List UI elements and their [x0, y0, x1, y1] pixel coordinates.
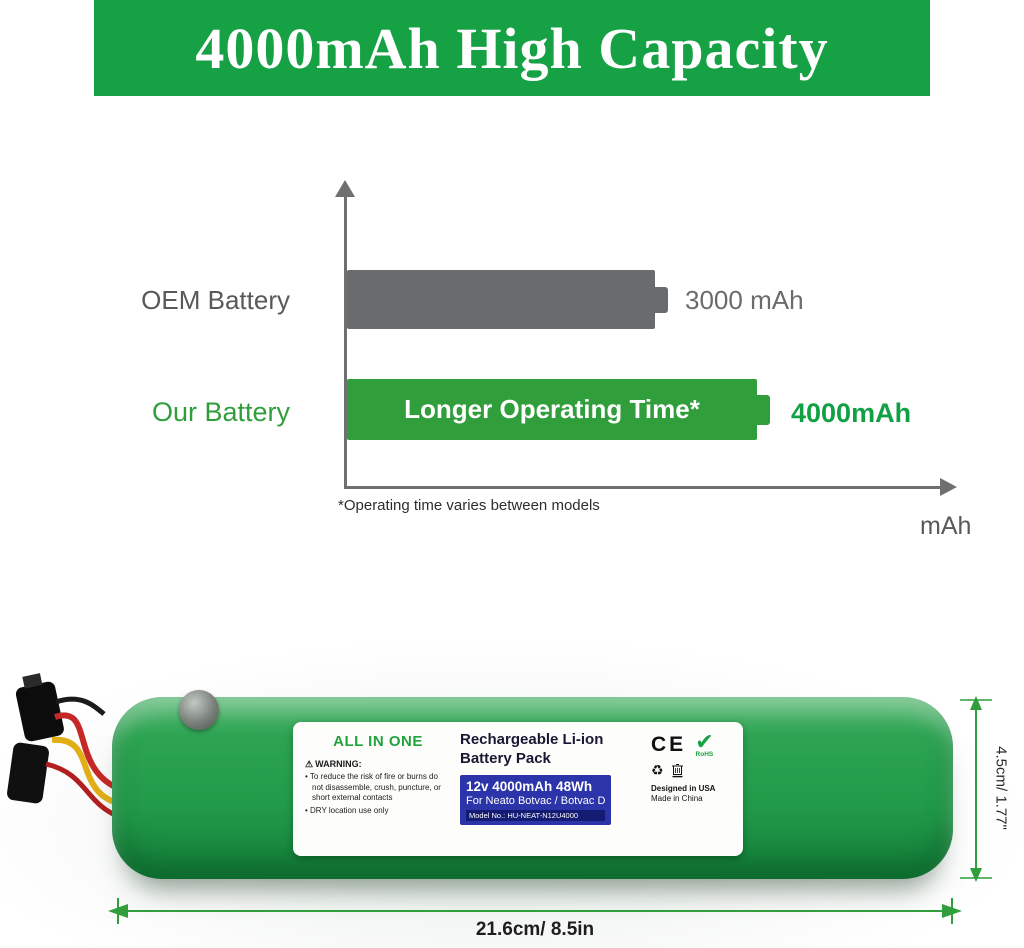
warning-heading: ⚠WARNING:	[305, 759, 451, 770]
y-axis-arrow	[335, 180, 355, 197]
bar-oem	[347, 270, 668, 329]
x-axis	[344, 486, 942, 489]
page-title: 4000mAh High Capacity	[195, 15, 829, 81]
brand-name: ALL IN ONE	[333, 733, 423, 750]
shrink-wrap-dot	[179, 690, 219, 730]
spec-box: 12v 4000mAh 48Wh For Neato Botvac / Botv…	[460, 774, 612, 825]
width-dimension-label: 21.6cm/ 8.5in	[475, 919, 595, 940]
battery-terminal-shape	[757, 394, 770, 425]
our-battery-label: Our Battery	[151, 397, 290, 427]
warning-block: ⚠WARNING: To reduce the risk of fire or …	[305, 759, 451, 816]
y-axis	[344, 196, 347, 488]
header-banner: 4000mAh High Capacity	[94, 0, 930, 96]
warning-line: DRY location use only	[305, 806, 451, 817]
rohs-label: RoHS	[695, 751, 714, 758]
battery-terminal-shape	[655, 286, 668, 313]
ce-mark: CE	[651, 733, 687, 756]
recycle-row: ♻	[651, 762, 684, 778]
connector-wires-illustration	[7, 673, 124, 821]
chart-footnote: *Operating time varies between models	[338, 497, 600, 514]
rohs-badge: ✔ RoHS	[695, 729, 714, 759]
spec-model-number: Model No.: HU-NEAT-N12U4000	[466, 809, 606, 821]
height-dimension-label: 4.5cm/ 1.77"	[992, 746, 1010, 830]
label-left-column: ALL IN ONE ⚠WARNING: To reduce the risk …	[305, 731, 451, 848]
spec-compatibility: For Neato Botvac / Botvac D	[466, 794, 606, 807]
x-axis-arrow	[940, 478, 957, 496]
certification-row: CE ✔ RoHS	[651, 729, 714, 759]
spec-capacity: 12v 4000mAh 48Wh	[466, 778, 593, 794]
designed-in-usa-text: Designed in USA	[651, 784, 716, 793]
weee-bin-icon	[671, 764, 683, 778]
recycle-icon: ♻	[651, 762, 664, 778]
warning-icon: ⚠	[305, 759, 314, 769]
rohs-check-icon: ✔	[695, 729, 714, 754]
our-value-label: 4000mAh	[791, 398, 912, 428]
label-middle-column: Rechargeable Li-ion Battery Pack 12v 400…	[460, 731, 642, 848]
oem-battery-label: OEM Battery	[141, 285, 290, 315]
battery-label: ALL IN ONE ⚠WARNING: To reduce the risk …	[293, 722, 743, 856]
bar-inner-label: Longer Operating Time*	[404, 394, 700, 424]
label-right-column: CE ✔ RoHS ♻ Designed in USA	[651, 731, 733, 848]
bar-ours: Longer Operating Time*	[347, 379, 770, 440]
made-in-china-text: Made in China	[651, 794, 703, 803]
oem-value-label: 3000 mAh	[685, 285, 804, 315]
product-title-line1: Rechargeable Li-ion	[460, 731, 604, 748]
width-dimension-line	[108, 898, 962, 924]
x-axis-label: mAh	[920, 512, 972, 540]
warning-title: WARNING:	[315, 759, 362, 769]
warning-line: To reduce the risk of fire or burns do n…	[305, 772, 451, 804]
product-title-line2: Battery Pack	[460, 749, 551, 767]
height-dimension-line	[960, 696, 992, 882]
